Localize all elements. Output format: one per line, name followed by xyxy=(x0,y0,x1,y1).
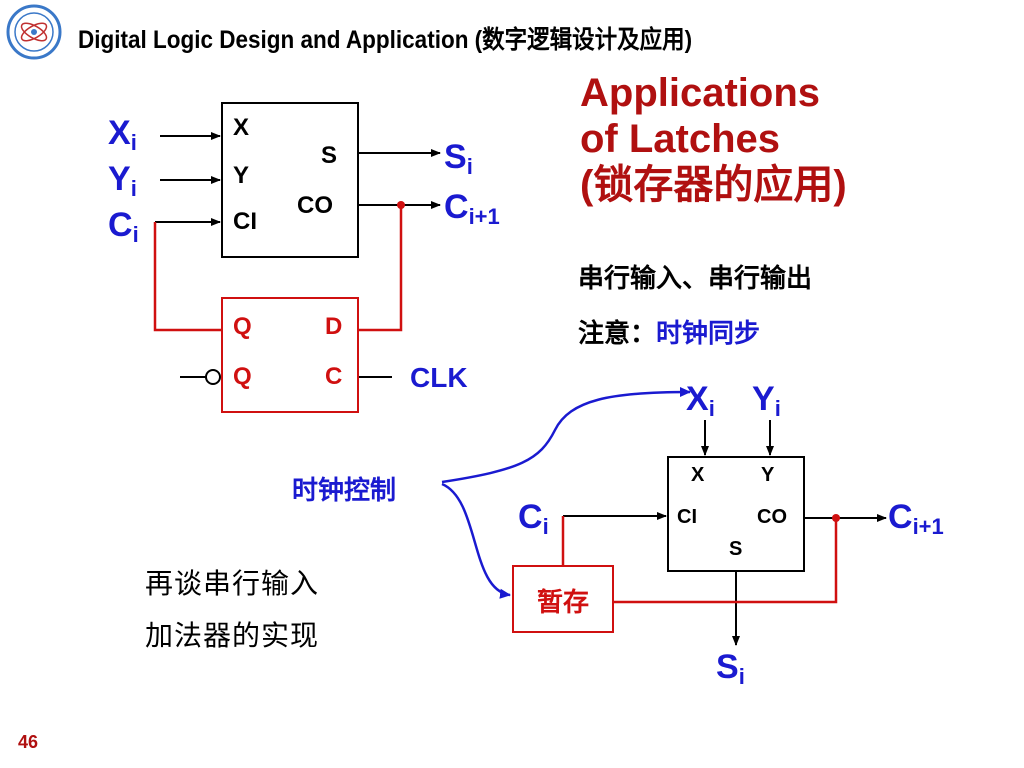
page-number: 46 xyxy=(18,732,39,752)
d-latch: Q D Q C xyxy=(221,297,359,413)
input-ci-label: Ci xyxy=(108,206,139,247)
bottom-text-line2: 加法器的实现 xyxy=(145,620,320,651)
input-yi-label: Yi xyxy=(108,160,137,201)
temp-store-box: 暂存 xyxy=(512,565,614,633)
section-title-line3: (锁存器的应用) xyxy=(580,163,847,207)
section-title: Applications of Latches (锁存器的应用) xyxy=(580,70,847,208)
adder-port-x: X xyxy=(233,114,250,141)
temp-store-label: 暂存 xyxy=(536,587,589,617)
adder2-port-y: Y xyxy=(761,464,775,486)
university-logo xyxy=(6,4,62,60)
adder-port-y: Y xyxy=(233,162,250,189)
section-title-line2: of Latches xyxy=(580,117,781,161)
latch-port-c: C xyxy=(325,363,343,390)
adder-port-s: S xyxy=(321,142,338,169)
adder-port-co: CO xyxy=(297,192,333,219)
output-si-label: Si xyxy=(444,138,473,179)
latch-port-qn: Q xyxy=(233,363,252,390)
full-adder-bottom: X Y CI CO S xyxy=(667,456,805,572)
latch-port-d: D xyxy=(325,313,343,340)
adder2-port-s: S xyxy=(729,538,743,560)
adder2-port-ci: CI xyxy=(677,506,697,528)
bottom-input-yi: Yi xyxy=(752,380,781,421)
adder2-port-x: X xyxy=(691,464,705,486)
header-title: Digital Logic Design and Application (数字… xyxy=(78,26,693,54)
input-xi-label: Xi xyxy=(108,114,137,155)
bottom-input-xi: Xi xyxy=(686,380,715,421)
bottom-output-si: Si xyxy=(716,648,745,689)
adder-port-ci: CI xyxy=(233,208,257,235)
bottom-text-line1: 再谈串行输入 xyxy=(145,568,320,599)
attention-note: 注意：时钟同步 xyxy=(578,313,760,350)
serial-note: 串行输入、串行输出 xyxy=(578,263,813,293)
full-adder-top: X Y CI S CO xyxy=(221,102,359,258)
clock-control-label: 时钟控制 xyxy=(292,475,397,505)
latch-port-q: Q xyxy=(233,313,252,340)
bottom-input-ci: Ci xyxy=(518,498,549,539)
section-title-line1: Applications xyxy=(580,71,821,115)
adder2-port-co: CO xyxy=(757,506,787,528)
output-ci1-label: Ci+1 xyxy=(444,188,500,229)
attention-highlight: 时钟同步 xyxy=(656,318,761,348)
bottom-output-ci1: Ci+1 xyxy=(888,498,944,539)
clk-label: CLK xyxy=(410,362,468,393)
attention-prefix: 注意： xyxy=(578,318,657,348)
